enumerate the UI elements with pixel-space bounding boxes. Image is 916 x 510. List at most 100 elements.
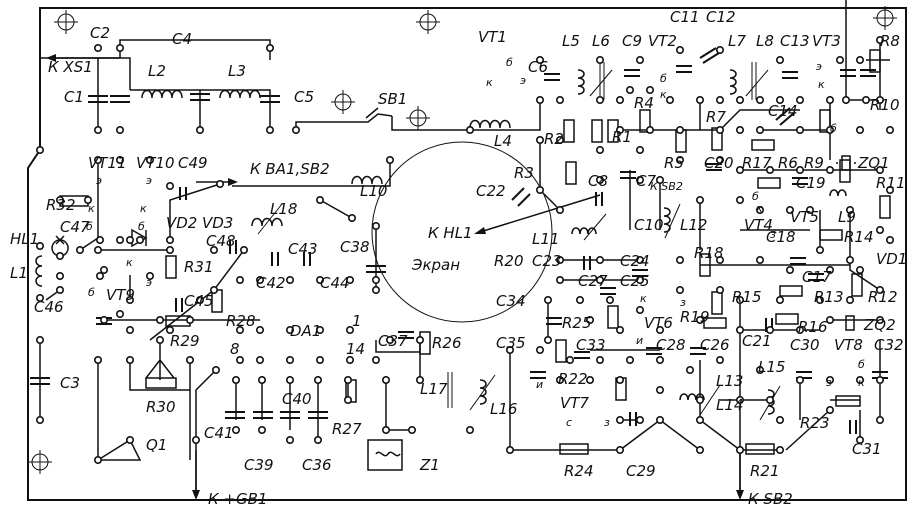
- solder-pad: [795, 166, 804, 175]
- pin-z: з: [604, 416, 610, 429]
- solder-pad: [285, 355, 294, 364]
- label-ekran: Экран: [411, 256, 460, 274]
- solder-pad: [285, 275, 294, 284]
- label-r9: R9: [804, 154, 824, 172]
- solder-pad: [841, 96, 850, 105]
- solder-pad: [815, 295, 824, 304]
- mounting-holes: [28, 6, 897, 474]
- pin-z: з: [680, 296, 686, 309]
- solder-pad: [255, 355, 264, 364]
- solder-pad: [855, 435, 864, 444]
- solder-pad: [715, 285, 724, 294]
- label-l13: L13: [716, 372, 743, 390]
- label-c43: C43: [288, 240, 318, 258]
- label-c17: C17: [802, 268, 832, 286]
- solder-pad: [94, 455, 103, 464]
- pin-b: б: [506, 56, 513, 69]
- solder-pad: [555, 136, 564, 145]
- label-l9: L9: [838, 208, 856, 226]
- solder-pad: [385, 156, 394, 165]
- solder-pad: [645, 126, 654, 135]
- coil-l12: [663, 207, 671, 233]
- label-c46: C46: [34, 298, 64, 316]
- solder-pad: [415, 375, 424, 384]
- label-r18: R18: [694, 244, 724, 262]
- solder-pad: [875, 415, 884, 424]
- label-c3: C3: [60, 374, 80, 392]
- label-c6: C6: [528, 58, 548, 76]
- label-r24: R24: [564, 462, 594, 480]
- label-c37: C37: [378, 332, 408, 350]
- label-vt5: VT5: [790, 208, 819, 226]
- solder-pad: [875, 35, 884, 44]
- label-l10: L10: [360, 182, 387, 200]
- solder-pad: [795, 96, 804, 105]
- label-c22: C22: [476, 182, 506, 200]
- solder-pad: [695, 96, 704, 105]
- label-vt9: VT9: [106, 286, 135, 304]
- label-vt3: VT3: [812, 32, 841, 50]
- label-vt11: VT11: [88, 154, 127, 172]
- solder-pad: [715, 255, 724, 264]
- solder-pad: [655, 415, 664, 424]
- solder-pad: [615, 96, 624, 105]
- label-l18: L18: [270, 200, 297, 218]
- pin-b: б: [660, 72, 667, 85]
- solder-pad: [371, 285, 380, 294]
- solder-pad: [55, 271, 64, 280]
- solder-pad: [885, 236, 894, 245]
- coil-l15: [767, 389, 775, 415]
- solder-pad: [166, 246, 175, 255]
- label-c32: C32: [874, 336, 904, 354]
- coil-l5: [577, 69, 585, 95]
- solder-pad: [257, 375, 266, 384]
- pin-e: э: [96, 174, 102, 187]
- label-c1: C1: [64, 88, 84, 106]
- solder-pad: [381, 425, 390, 434]
- solder-pad: [166, 325, 175, 334]
- solder-pad: [735, 395, 744, 404]
- label-l6: L6: [592, 32, 610, 50]
- label-c10: C10: [634, 216, 664, 234]
- solder-pad: [675, 156, 684, 165]
- label-c26: C26: [700, 336, 730, 354]
- solder-pad: [845, 255, 854, 264]
- label-pin-1: 1: [352, 312, 362, 330]
- label-c28: C28: [656, 336, 686, 354]
- solder-pad: [232, 425, 241, 434]
- traces: [39, 0, 890, 490]
- solder-pad: [156, 315, 165, 324]
- solder-pad: [146, 271, 155, 280]
- coil-l11: [571, 227, 597, 235]
- pin-e: э: [146, 174, 152, 187]
- solder-pad: [76, 246, 85, 255]
- label-l17: L17: [420, 380, 448, 398]
- label-c35: C35: [496, 334, 526, 352]
- solder-pad: [795, 325, 804, 334]
- solder-pad: [655, 176, 664, 185]
- solder-pad: [775, 96, 784, 105]
- label-vt4: VT4: [744, 216, 773, 234]
- label-c29: C29: [626, 462, 656, 480]
- solder-pad: [257, 425, 266, 434]
- label-vt10: VT10: [136, 154, 175, 172]
- solder-pad: [615, 126, 624, 135]
- label-l12: L12: [680, 216, 707, 234]
- solder-pad: [166, 182, 175, 191]
- pin-k: к: [140, 202, 147, 215]
- solder-pad: [835, 55, 844, 64]
- solder-pad: [875, 285, 884, 294]
- solder-pad: [695, 395, 704, 404]
- label-r10: R10: [870, 96, 900, 114]
- solder-pad: [585, 375, 594, 384]
- solder-pad: [615, 445, 624, 454]
- pin-e: э: [816, 60, 822, 73]
- label-r3: R3: [514, 164, 534, 182]
- solder-pad: [855, 126, 864, 135]
- solder-pad: [35, 335, 44, 344]
- label-vt8: VT8: [834, 336, 863, 354]
- solder-pad: [345, 355, 354, 364]
- solder-pad: [845, 295, 854, 304]
- solder-pad: [615, 325, 624, 334]
- screen-outline: [371, 141, 553, 323]
